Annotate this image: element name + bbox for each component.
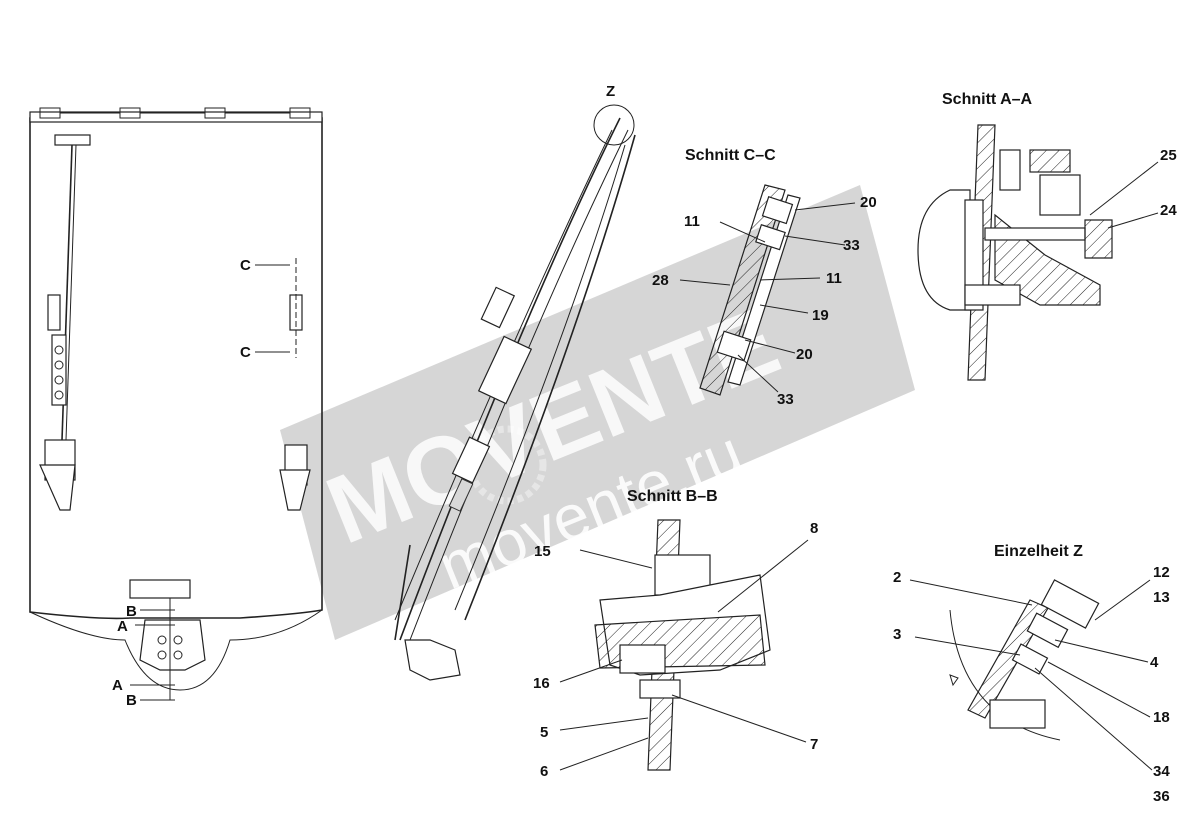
section-aa-title: Schnitt A–A (942, 91, 1033, 108)
section-bb: Schnitt B–B 15 8 16 5 7 6 (533, 488, 818, 780)
callout-11-left: 11 (684, 213, 700, 230)
section-mark-a-bottom: A (112, 677, 123, 694)
detail-z-title: Einzelheit Z (994, 543, 1083, 560)
section-cc: Schnitt C–C 11 20 33 28 11 19 20 33 (652, 147, 877, 408)
door-bottom-curve (29, 609, 323, 691)
door-hinges-top (39, 107, 311, 119)
section-mark-b-bottom: B (126, 692, 137, 709)
callout-19: 19 (812, 307, 829, 324)
section-mark-b-top: B (126, 603, 137, 620)
callout-24: 24 (1160, 202, 1177, 219)
callout-2: 2 (893, 569, 901, 586)
callout-25: 25 (1160, 147, 1177, 164)
section-bb-title: Schnitt B–B (627, 488, 718, 505)
callout-16: 16 (533, 675, 550, 692)
section-mark-c-bottom: C (240, 344, 251, 361)
detail-z-circle (593, 104, 635, 146)
callout-20-bottom: 20 (796, 346, 813, 363)
section-marks: C C B A A B (112, 257, 297, 709)
callout-36: 36 (1153, 788, 1170, 805)
section-mark-a-top: A (117, 618, 128, 635)
callout-8: 8 (810, 520, 818, 537)
callout-15: 15 (534, 543, 551, 560)
door-top-rail (29, 111, 323, 123)
door-overview: C C B A A B (29, 107, 323, 709)
detail-z-marker: Z (606, 83, 615, 100)
callout-12: 12 (1153, 564, 1170, 581)
callout-20-top: 20 (860, 194, 877, 211)
door-outline (29, 117, 323, 620)
section-mark-c-top: C (240, 257, 251, 274)
callout-18: 18 (1153, 709, 1170, 726)
watermark: MOVENTE movente.ru (280, 185, 915, 640)
callout-33-bottom: 33 (777, 391, 794, 408)
callout-34: 34 (1153, 763, 1170, 780)
callout-11-right: 11 (826, 270, 842, 287)
section-cc-title: Schnitt C–C (685, 147, 776, 164)
callout-28: 28 (652, 272, 669, 289)
callout-13: 13 (1153, 589, 1170, 606)
side-view-profile: Z (394, 83, 636, 681)
section-aa: Schnitt A–A 25 24 (917, 91, 1177, 381)
callout-7: 7 (810, 736, 818, 753)
door-latch-right (279, 294, 311, 511)
door-lock-bottom (129, 579, 206, 700)
callout-5: 5 (540, 724, 548, 741)
door-rod (39, 134, 91, 511)
callout-4: 4 (1150, 654, 1159, 671)
detail-z: Einzelheit Z 2 12 13 3 4 18 34 36 (893, 543, 1170, 805)
callout-33-top: 33 (843, 237, 860, 254)
callout-3: 3 (893, 626, 901, 643)
callout-6: 6 (540, 763, 548, 780)
